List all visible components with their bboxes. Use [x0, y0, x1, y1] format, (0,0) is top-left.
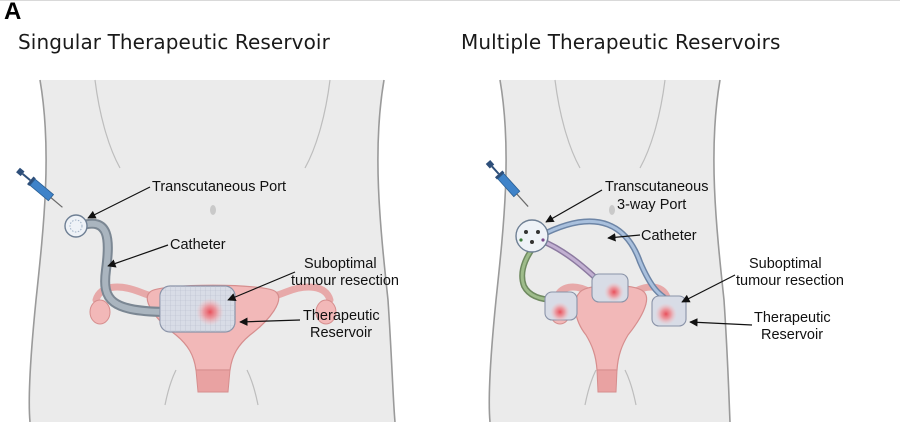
left-label-reservoir-line1: Therapeutic [303, 308, 380, 324]
right-label-reservoir-line1: Therapeutic [754, 310, 831, 326]
left-label-reservoir-line2: Reservoir [310, 325, 372, 341]
left-label-resection-line2: tumour resection [291, 273, 399, 289]
left-tumour [196, 298, 224, 326]
right-callouts [545, 189, 753, 327]
right-label-catheter: Catheter [641, 228, 697, 244]
top-divider [0, 0, 900, 1]
right-reservoir-right-ovary [651, 295, 687, 327]
left-therapeutic-reservoir [159, 285, 236, 333]
left-syringe-icon [16, 167, 63, 208]
right-label-port-line1: Transcutaneous [605, 179, 708, 195]
right-syringe-icon [485, 159, 529, 207]
panel-letter: A [4, 0, 22, 25]
left-label-port: Transcutaneous Port [152, 179, 286, 195]
right-label-resection-line1: Suboptimal [749, 256, 822, 272]
left-panel-title: Singular Therapeutic Reservoir [18, 30, 330, 54]
right-reservoir-uterus [591, 273, 629, 303]
left-label-resection-line1: Suboptimal [304, 256, 377, 272]
left-body-silhouette [28, 79, 396, 422]
right-3way-port [515, 219, 549, 253]
right-label-resection-line2: tumour resection [736, 273, 844, 289]
right-reservoir-left-ovary [544, 291, 578, 322]
right-panel-title: Multiple Therapeutic Reservoirs [461, 30, 781, 54]
left-callouts [87, 186, 301, 326]
right-body-silhouette [488, 79, 731, 422]
right-label-port-line2: 3-way Port [617, 197, 686, 213]
left-label-catheter: Catheter [170, 237, 226, 253]
left-port [64, 214, 88, 238]
right-label-reservoir-line2: Reservoir [761, 327, 823, 343]
left-catheter [75, 218, 175, 317]
